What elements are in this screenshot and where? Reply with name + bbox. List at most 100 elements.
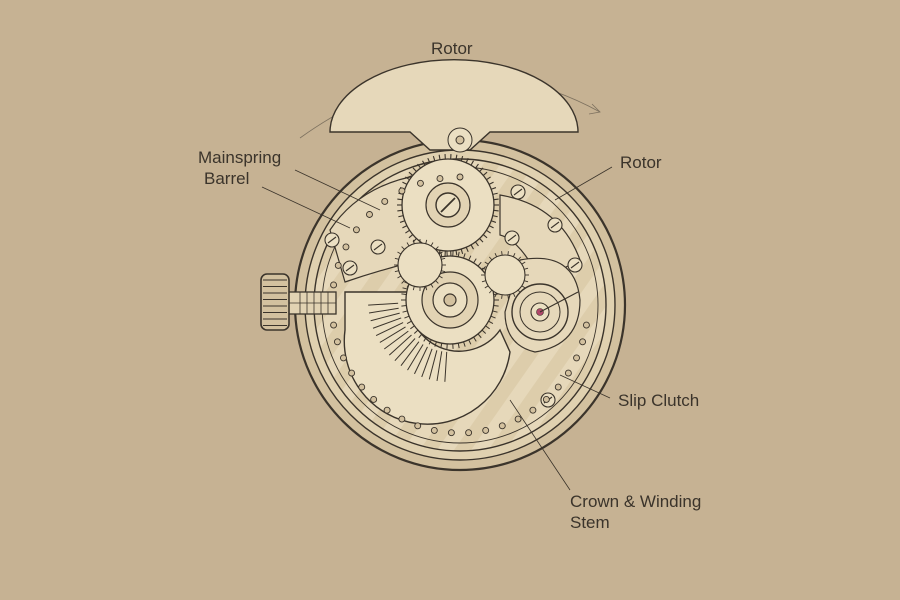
plate-screws (324, 184, 583, 408)
label-slip-clutch-text: Slip Clutch (618, 391, 700, 410)
gear-tooth (494, 293, 498, 298)
gear-tooth (501, 251, 503, 256)
gear-tooth (485, 325, 490, 330)
gear-tooth (521, 261, 526, 265)
rim-jewel (436, 175, 444, 183)
label-rotor-right-text: Rotor (620, 153, 662, 172)
rim-jewel (456, 173, 464, 181)
rim-jewel (352, 226, 360, 234)
rim-jewel (529, 406, 537, 414)
screw-slot (373, 243, 383, 251)
gear-tooth (417, 163, 421, 169)
gear-tooth (512, 293, 516, 298)
stem-threads (299, 292, 329, 314)
rim-jewel (366, 211, 373, 218)
rim-jewel (358, 383, 366, 391)
fan-ribs (368, 302, 448, 382)
gear-tooth (460, 155, 464, 162)
rim-jewel (383, 406, 391, 414)
fan-rib (372, 317, 402, 329)
rim-jewel (398, 415, 406, 423)
gear-tooth (488, 181, 494, 185)
leader-slip-clutch (559, 374, 611, 399)
rim-jewel (554, 383, 562, 391)
label-rotor-right: Rotor (620, 152, 662, 173)
gear-tooth (524, 280, 529, 283)
gear-tooth (406, 242, 410, 247)
gear-tooth (477, 333, 482, 339)
gear-tooth (397, 275, 402, 279)
center-wheel-teeth (401, 251, 499, 349)
gear-tooth (408, 171, 414, 176)
gear-tooth (493, 198, 499, 201)
gear-tooth (408, 234, 414, 239)
gear-tooth (402, 225, 408, 229)
leader-rotor-right (554, 166, 613, 201)
gear-tooth (492, 215, 498, 218)
regulator-arm (539, 291, 579, 313)
gear-tooth (425, 286, 428, 291)
gear-tooth (507, 294, 509, 299)
gear-tooth (488, 289, 493, 294)
rim-jewel (465, 429, 473, 437)
screw-slot (513, 188, 523, 196)
gear-tooth (394, 257, 399, 260)
gear-tooth (399, 220, 405, 223)
gear-tooth (481, 266, 487, 271)
rim-jewel (330, 281, 338, 289)
fourth-wheel (484, 254, 526, 296)
gear-tooth (401, 305, 407, 307)
gear-tooth (438, 251, 443, 255)
gear-tooth (473, 336, 477, 342)
gear-tooth (492, 192, 498, 195)
gear-tooth (470, 244, 474, 250)
label-mainspring-barrel: Mainspring Barrel (198, 147, 281, 189)
leader-mainspring-1 (294, 169, 381, 211)
gear-tooth (475, 163, 479, 169)
gear-tooth (482, 171, 488, 176)
gear-tooth (402, 181, 408, 185)
gear-tooth (406, 320, 412, 325)
gear-tooth (493, 305, 499, 307)
label-rotor-top: Rotor (431, 38, 473, 59)
gear-tooth (517, 256, 522, 261)
rim-jewel (430, 426, 438, 434)
gear-tooth (463, 253, 466, 259)
fan-rib (368, 307, 399, 314)
third-wheel (397, 242, 443, 288)
gear-tooth (465, 247, 469, 253)
gear-tooth (428, 339, 432, 345)
fan-rib (370, 312, 400, 322)
gear-tooth (488, 320, 494, 325)
gear-tooth (430, 283, 434, 288)
rim-jewel (342, 243, 350, 251)
fan-rib (414, 346, 428, 375)
gear-tooth (401, 280, 405, 284)
gear-tooth (481, 280, 486, 283)
gear-tooth (435, 280, 439, 284)
screw-slot (507, 234, 517, 242)
crown (260, 273, 290, 331)
fan-rib (375, 322, 404, 336)
gear-tooth (481, 267, 486, 270)
gear-tooth (492, 310, 498, 313)
gear-tooth (501, 294, 503, 299)
rim-jewel (340, 354, 347, 362)
gear-tooth (486, 176, 491, 181)
gear-tooth (465, 157, 469, 163)
label-crown-winding-stem: Crown & Winding Stem (570, 491, 701, 533)
fan-rib (407, 344, 424, 371)
gear-tooth (512, 252, 516, 257)
gear-tooth (398, 215, 404, 218)
fan-rib (421, 348, 433, 378)
fan-rib (400, 341, 420, 367)
rim-jewels (330, 173, 590, 437)
fan-rib (368, 302, 399, 306)
gear-tooth (477, 261, 482, 267)
rotor-motion-arrow (588, 103, 601, 115)
screw-slot (345, 264, 355, 272)
gear-tooth (418, 333, 423, 339)
gear-tooth (427, 157, 431, 163)
gear-tooth (455, 250, 458, 256)
